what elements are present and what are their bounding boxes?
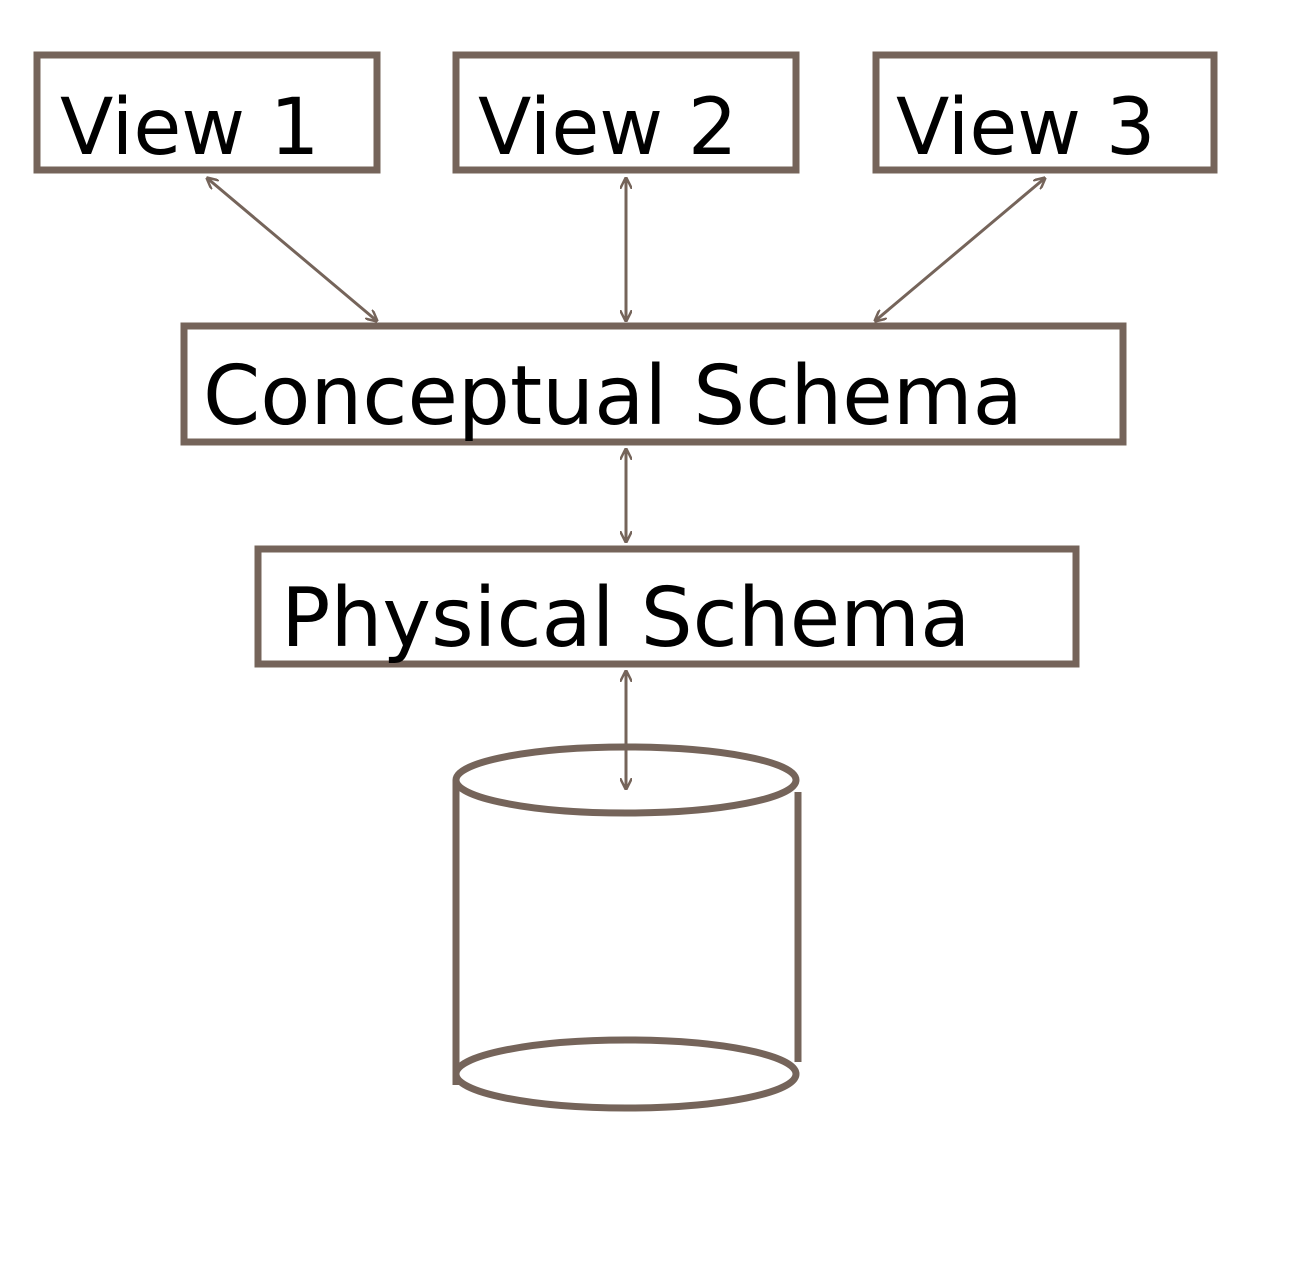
view-3-frame — [872, 51, 1218, 174]
view-1-box: View 1 — [33, 51, 381, 174]
cylinder-bottom — [452, 1036, 800, 1112]
view-1-label: View 1 — [60, 83, 320, 173]
view-3-box: View 3 — [872, 51, 1218, 174]
database-cylinder-icon — [452, 743, 802, 1112]
physical-schema-box: Physical Schema — [254, 545, 1080, 668]
conceptual-schema-frame — [180, 322, 1127, 446]
view-1-frame — [33, 51, 381, 174]
view-2-label: View 2 — [478, 83, 738, 173]
arrow-view1-conceptual — [207, 178, 377, 321]
conceptual-schema-label: Conceptual Schema — [203, 349, 1023, 444]
conceptual-schema-box: Conceptual Schema — [180, 322, 1127, 446]
view-3-label: View 3 — [896, 83, 1156, 173]
physical-schema-label: Physical Schema — [281, 571, 970, 666]
view-2-box: View 2 — [452, 51, 800, 174]
view-2-frame — [452, 51, 800, 174]
physical-schema-frame — [254, 545, 1080, 668]
arrow-view3-conceptual — [875, 178, 1045, 321]
